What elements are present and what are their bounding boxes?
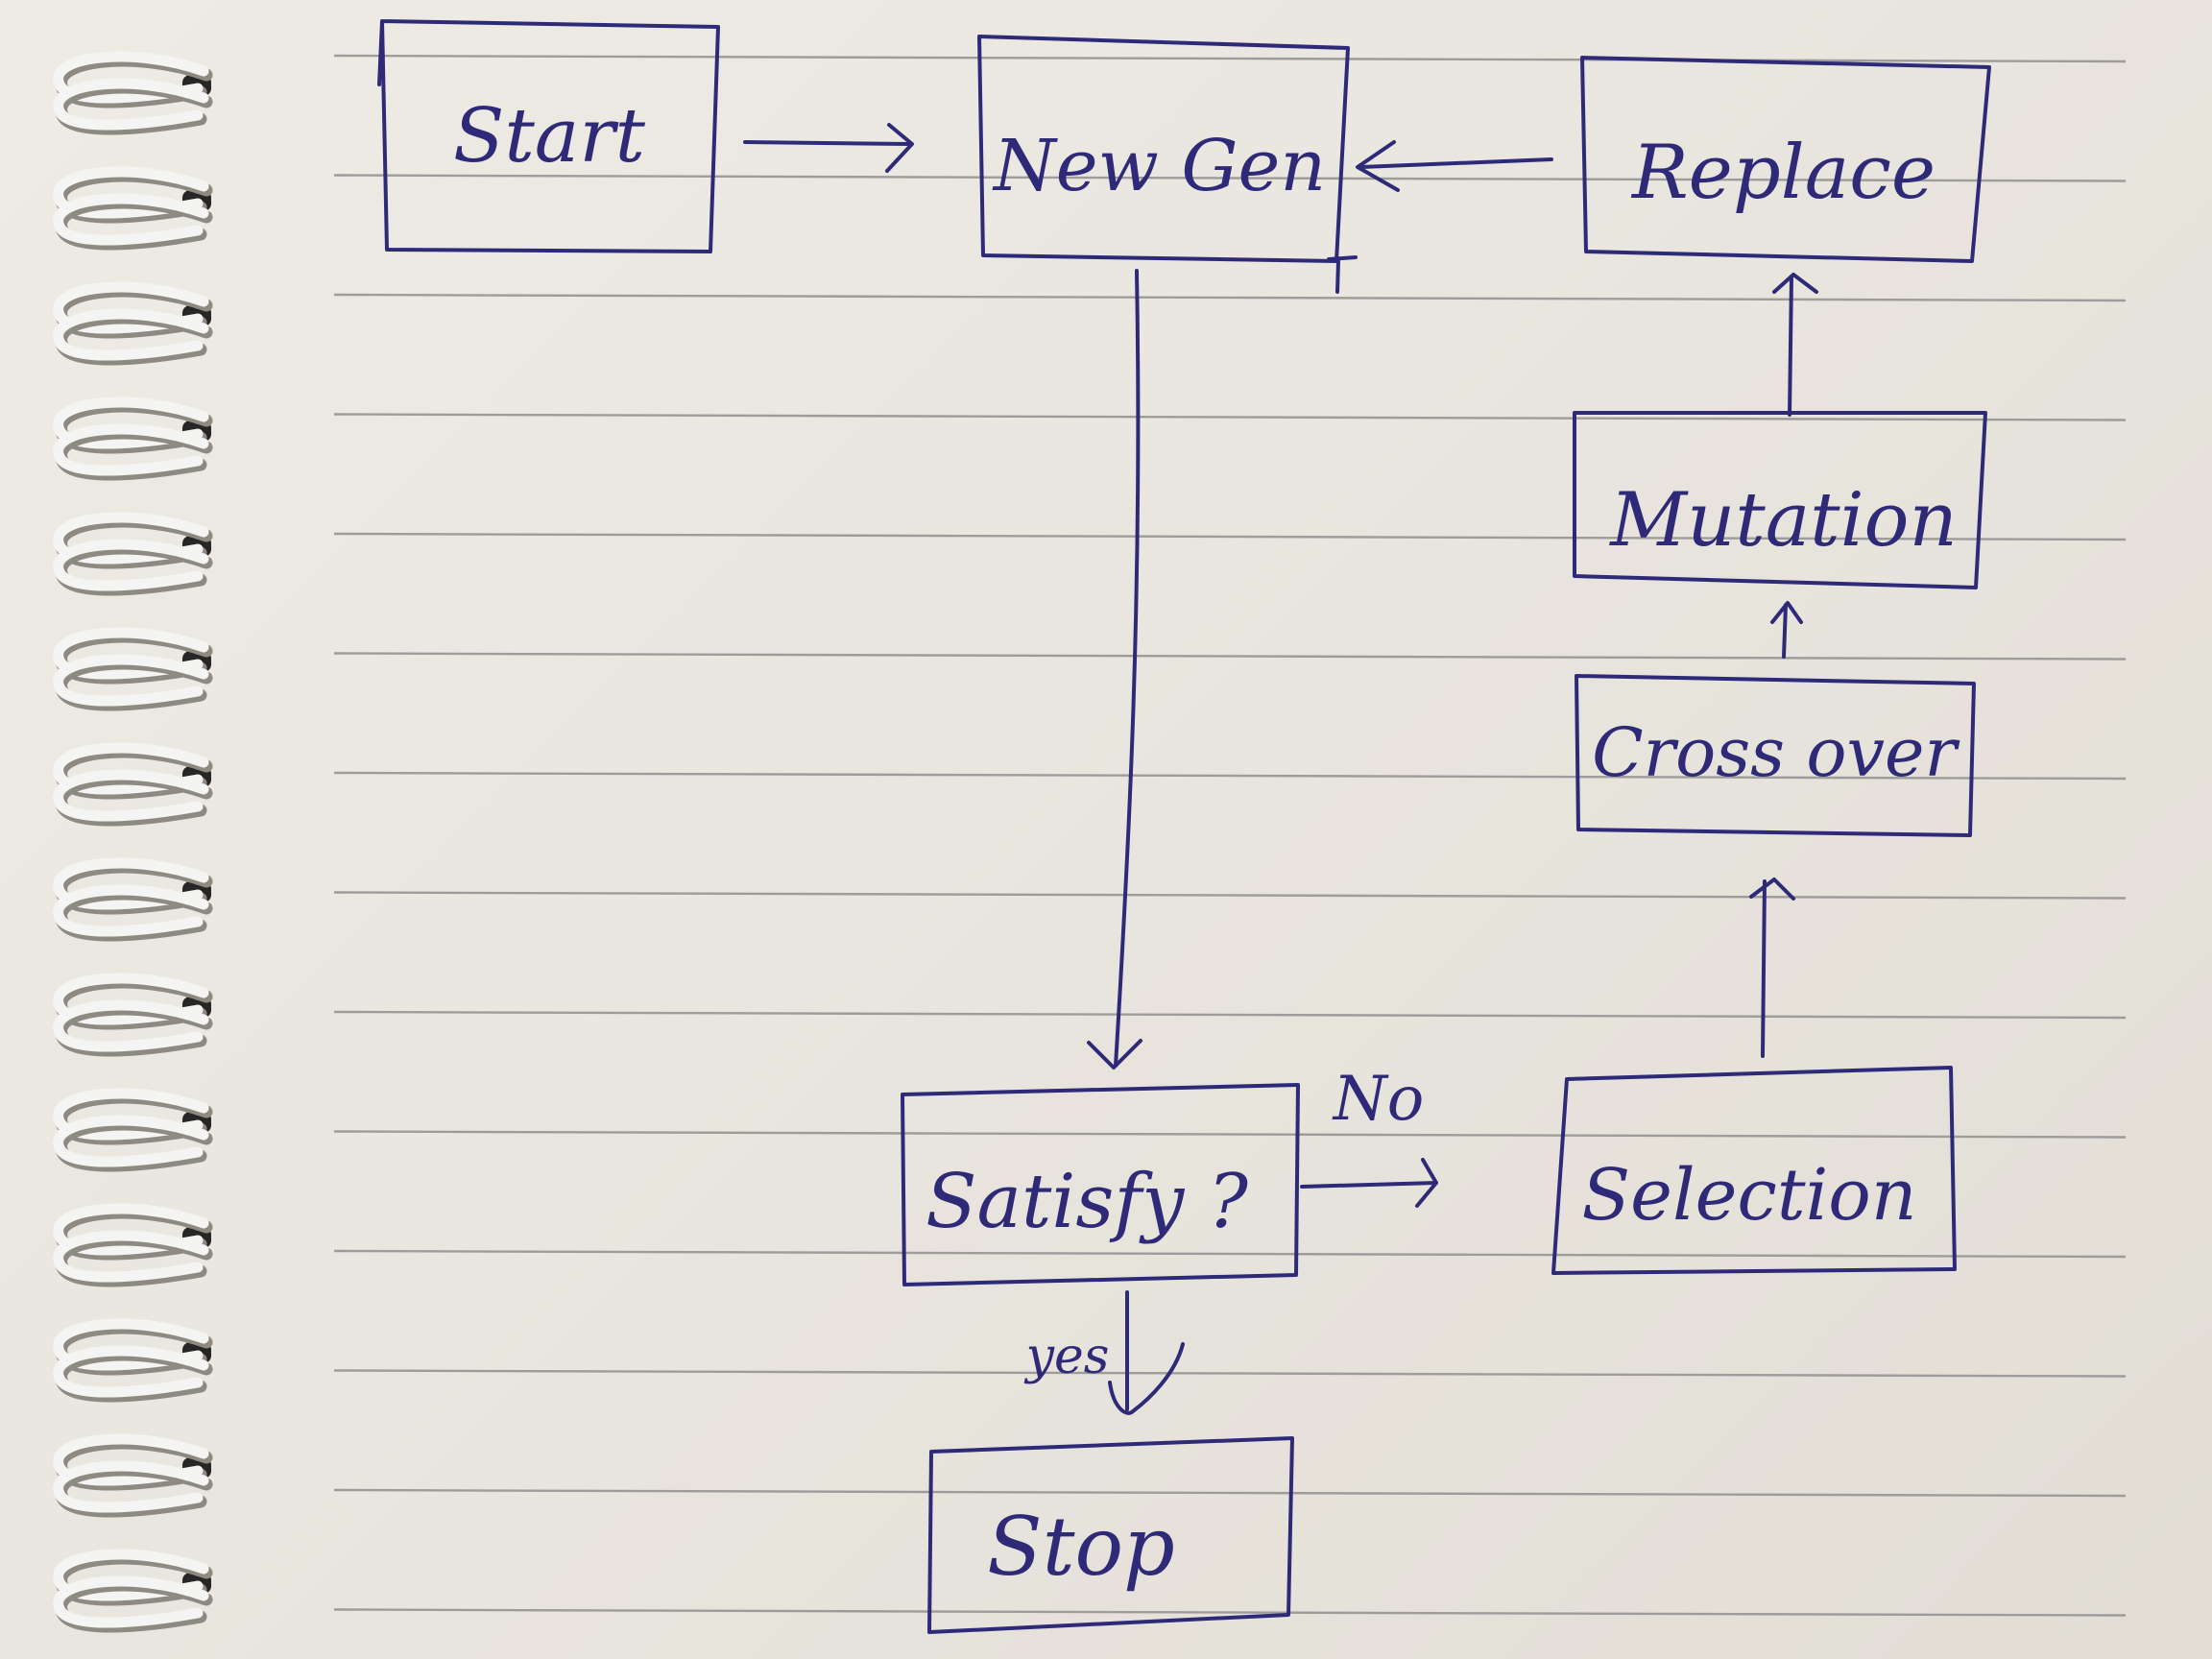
node-label: Start xyxy=(453,93,646,180)
node-stop: Stop xyxy=(927,1436,1294,1634)
arrow-line xyxy=(1300,1181,1438,1189)
edge-selection-to-crossover xyxy=(1749,878,1795,1058)
node-box xyxy=(927,1436,1294,1634)
spiral-coil xyxy=(53,281,213,366)
edge-crossover-to-mutation xyxy=(1770,601,1803,659)
arrow-line xyxy=(1761,879,1767,1058)
arrowhead xyxy=(1356,140,1400,192)
arrow-line xyxy=(1114,269,1141,1068)
spiral-coil xyxy=(53,973,213,1057)
arrow-line xyxy=(743,140,912,146)
edge-mutation-to-replace xyxy=(1772,273,1818,417)
arrow-line xyxy=(1782,603,1788,659)
node-mutation: Mutation xyxy=(1573,411,1987,589)
node-label: Replace xyxy=(1630,130,1936,216)
node-label: Satisfy ? xyxy=(926,1159,1249,1245)
spiral-coil xyxy=(53,512,213,596)
ruled-line xyxy=(333,54,2127,63)
arrowhead xyxy=(885,123,914,173)
node-box xyxy=(901,1083,1300,1286)
ruled-line xyxy=(333,1608,2127,1617)
spiral-coil xyxy=(53,1433,213,1518)
node-satisfy: Satisfy ? xyxy=(901,1083,1300,1286)
node-box xyxy=(977,35,1358,294)
node-selection: Selection xyxy=(1551,1066,1957,1275)
node-crossover: Cross over xyxy=(1575,674,1976,837)
arrowhead xyxy=(1749,878,1795,901)
spiral-coil xyxy=(53,627,213,711)
node-replace: Replace xyxy=(1580,56,1991,263)
node-label: Cross over xyxy=(1592,713,1960,792)
ruled-line xyxy=(333,891,2127,900)
edge-replace-to-new-gen xyxy=(1356,140,1553,192)
spiral-coil xyxy=(53,1318,213,1403)
node-box xyxy=(1573,411,1987,589)
node-box xyxy=(1575,674,1976,837)
arrowhead xyxy=(1770,601,1803,624)
node-start: Start xyxy=(377,19,720,253)
arrowhead xyxy=(1772,273,1818,294)
ruled-line xyxy=(333,652,2127,661)
spiral-coil xyxy=(53,1203,213,1287)
node-label: Selection xyxy=(1581,1154,1916,1237)
ruled-line xyxy=(333,1488,2127,1498)
edge-label-yes: yes xyxy=(1024,1328,1110,1385)
ruled-line xyxy=(333,1010,2127,1020)
arrowhead xyxy=(1415,1158,1438,1208)
node-box xyxy=(377,19,720,253)
spiral-coil xyxy=(53,51,213,135)
edge-satisfy-to-stop: yes xyxy=(1024,1290,1185,1415)
arrowhead xyxy=(1108,1342,1185,1415)
edge-label-no: No xyxy=(1332,1064,1425,1135)
ruled-line xyxy=(333,174,2127,182)
edge-start-to-new-gen xyxy=(743,123,914,173)
spiral-binding xyxy=(53,51,213,1633)
spiral-coil xyxy=(53,742,213,827)
node-box xyxy=(1580,56,1991,263)
ruled-lines xyxy=(333,54,2127,1617)
ruled-line xyxy=(333,1369,2127,1378)
ruled-line xyxy=(333,1130,2127,1139)
ruled-line xyxy=(333,413,2127,421)
arrowhead xyxy=(1087,1039,1142,1070)
spiral-coil xyxy=(53,1088,213,1172)
spiral-coil xyxy=(53,1549,213,1633)
node-label: New Gen xyxy=(992,125,1326,207)
node-label: Stop xyxy=(987,1500,1175,1594)
node-box xyxy=(1551,1066,1957,1275)
ruled-line xyxy=(333,771,2127,781)
ruled-line xyxy=(333,532,2127,541)
ruled-line xyxy=(333,1249,2127,1259)
spiral-coil xyxy=(53,397,213,481)
node-label: Mutation xyxy=(1608,477,1957,564)
node-new-gen: New Gen xyxy=(977,35,1358,294)
edge-new-gen-to-satisfy xyxy=(1087,269,1142,1070)
ruled-line xyxy=(333,293,2127,302)
spiral-coil xyxy=(53,166,213,251)
edge-satisfy-to-selection: No xyxy=(1300,1064,1438,1208)
arrow-line xyxy=(1359,157,1553,169)
arrow-line xyxy=(1788,275,1793,417)
spiral-coil xyxy=(53,857,213,942)
